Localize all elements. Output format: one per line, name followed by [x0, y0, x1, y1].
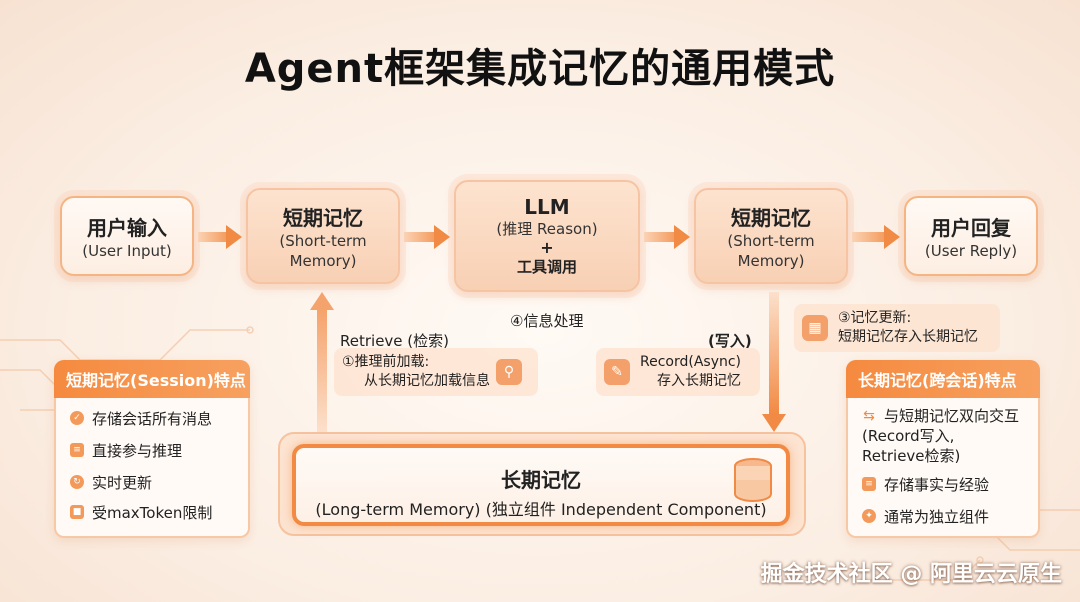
box-icon: ■ — [70, 505, 84, 519]
stm-panel-header: 短期记忆(Session)特点 — [54, 360, 250, 398]
database-icon — [734, 458, 772, 502]
llm-node: LLM (推理 Reason) + 工具调用 — [454, 180, 640, 292]
arrow-retrieve-up — [310, 292, 334, 432]
record-text: Record(Async) 存入长期记忆 — [640, 353, 741, 391]
info-processing-label: ④信息处理 — [510, 312, 584, 330]
arrow-stm-to-llm — [404, 225, 450, 249]
stm-feature-3-text: 实时更新 — [92, 474, 153, 492]
refresh-icon: ↻ — [70, 475, 84, 489]
user-reply-node: 用户回复 (User Reply) — [904, 196, 1038, 276]
stm-right-sub2: Memory) — [737, 251, 805, 270]
short-term-memory-left-node: 短期记忆 (Short-term Memory) — [246, 188, 400, 284]
short-term-features-panel: 短期记忆(Session)特点 ✓ 存储会话所有消息 ≡ 直接参与推理 ↻ 实时… — [54, 360, 250, 538]
preload-line1: ①推理前加载: — [342, 354, 430, 370]
search-icon: ⚲ — [496, 359, 522, 385]
edit-icon: ✎ — [604, 359, 630, 385]
ltm-feature-1: ⇆ 与短期记忆双向交互 (Record写入, Retrieve检索) — [862, 406, 1019, 466]
stm-left-title: 短期记忆 — [283, 205, 363, 230]
llm-plus: + — [540, 238, 554, 257]
ltm-subtitle: (Long-term Memory) (独立组件 Independent Com… — [315, 500, 767, 519]
stm-left-sub1: (Short-term — [279, 231, 367, 250]
layers-icon: ≡ — [862, 477, 876, 491]
llm-title: LLM — [524, 195, 570, 219]
user-input-node: 用户输入 (User Input) — [60, 196, 194, 276]
memory-update-chip: ▦ ③记忆更新: 短期记忆存入长期记忆 — [794, 304, 1000, 352]
ltm-feature-1-line1: 与短期记忆双向交互 — [884, 407, 1020, 425]
arrow-input-to-stm — [198, 225, 242, 249]
user-input-title: 用户输入 — [87, 215, 167, 240]
long-term-memory-node: 长期记忆 (Long-term Memory) (独立组件 Independen… — [292, 444, 790, 526]
document-icon: ≡ — [70, 443, 84, 457]
user-input-subtitle: (User Input) — [82, 241, 172, 260]
preload-text: ①推理前加载: 从长期记忆加载信息 — [342, 353, 490, 391]
stm-feature-1: ✓ 存储会话所有消息 — [70, 408, 212, 429]
user-reply-title: 用户回复 — [931, 215, 1011, 240]
user-reply-subtitle: (User Reply) — [924, 241, 1018, 260]
arrow-record-down — [762, 292, 786, 432]
preload-line2: 从长期记忆加载信息 — [364, 373, 490, 389]
long-term-features-panel: 长期记忆(跨会话)特点 ⇆ 与短期记忆双向交互 (Record写入, Retri… — [846, 360, 1040, 538]
stm-left-sub2: Memory) — [289, 251, 357, 270]
record-chip: ✎ Record(Async) 存入长期记忆 — [596, 348, 760, 396]
stm-feature-2: ≡ 直接参与推理 — [70, 440, 182, 461]
preload-chip: ①推理前加载: 从长期记忆加载信息 ⚲ — [334, 348, 538, 396]
write-label: (写入) — [708, 332, 752, 350]
arrow-stm-to-reply — [852, 225, 900, 249]
update-line2: 短期记忆存入长期记忆 — [838, 329, 978, 345]
ltm-feature-2: ≡ 存储事实与经验 — [862, 474, 989, 495]
llm-tools: 工具调用 — [516, 258, 577, 276]
ltm-feature-3: ✦ 通常为独立组件 — [862, 506, 989, 527]
puzzle-icon: ✦ — [862, 509, 876, 523]
ltm-panel-header: 长期记忆(跨会话)特点 — [846, 360, 1040, 398]
page-title: Agent框架集成记忆的通用模式 — [244, 46, 836, 92]
save-icon: ▦ — [802, 315, 828, 341]
retrieve-label: Retrieve (检索) — [340, 332, 449, 350]
stm-feature-3: ↻ 实时更新 — [70, 472, 152, 493]
stm-right-sub1: (Short-term — [727, 231, 815, 250]
swap-icon: ⇆ — [863, 408, 875, 424]
record-line2: 存入长期记忆 — [657, 373, 742, 389]
ltm-title: 长期记忆 — [501, 468, 581, 492]
stm-feature-4-text: 受maxToken限制 — [92, 504, 213, 522]
short-term-memory-right-node: 短期记忆 (Short-term Memory) — [694, 188, 848, 284]
record-line1: Record(Async) — [640, 354, 742, 370]
arrow-llm-to-stm — [644, 225, 690, 249]
stm-feature-4: ■ 受maxToken限制 — [70, 502, 212, 523]
check-icon: ✓ — [70, 411, 84, 425]
watermark: 掘金技术社区 @ 阿里云云原生 — [760, 562, 1062, 587]
ltm-feature-1-line3: Retrieve检索) — [862, 447, 961, 465]
stm-right-title: 短期记忆 — [731, 205, 811, 230]
stm-feature-2-text: 直接参与推理 — [92, 442, 183, 460]
update-line1: ③记忆更新: — [838, 310, 912, 326]
llm-reason: (推理 Reason) — [496, 220, 598, 238]
stm-feature-1-text: 存储会话所有消息 — [92, 410, 213, 428]
ltm-feature-1-line2: (Record写入, — [862, 427, 955, 445]
ltm-feature-3-text: 通常为独立组件 — [884, 508, 990, 526]
ltm-feature-1-text: 与短期记忆双向交互 (Record写入, Retrieve检索) — [862, 406, 1020, 466]
update-text: ③记忆更新: 短期记忆存入长期记忆 — [838, 309, 978, 347]
ltm-feature-2-text: 存储事实与经验 — [884, 476, 990, 494]
